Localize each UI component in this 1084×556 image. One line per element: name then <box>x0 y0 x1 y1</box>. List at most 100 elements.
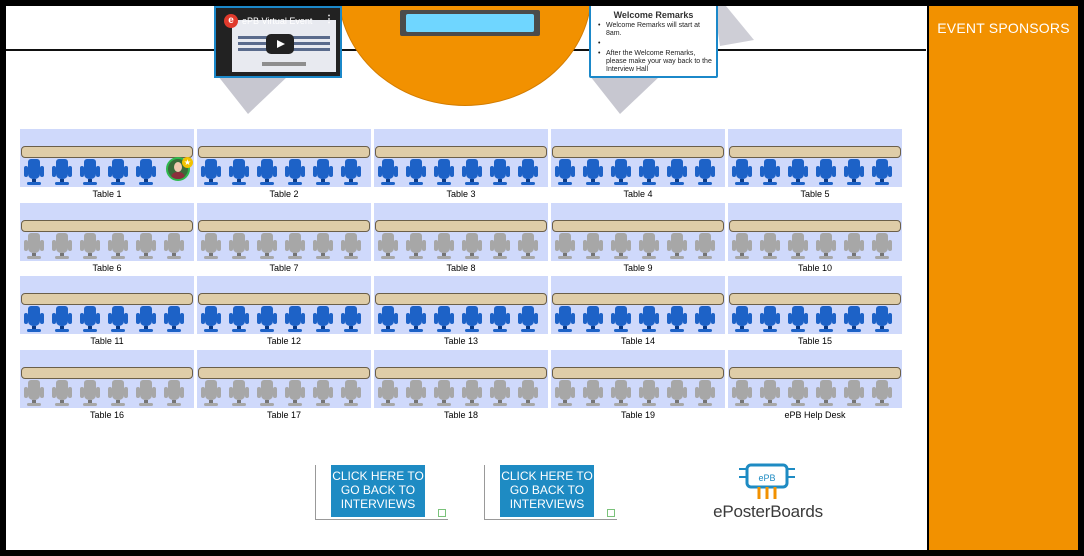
chair-seat[interactable] <box>229 380 249 406</box>
chair-seat[interactable] <box>406 233 426 259</box>
table-tile[interactable]: Table 11 <box>20 276 194 346</box>
chair-seat[interactable] <box>611 380 631 406</box>
chair-seat[interactable] <box>695 233 715 259</box>
chair-seat[interactable] <box>52 159 72 185</box>
chair-seat[interactable] <box>667 233 687 259</box>
chair-seat[interactable] <box>518 159 538 185</box>
chair-seat[interactable] <box>816 159 836 185</box>
chair-seat[interactable] <box>136 306 156 332</box>
chair-seat[interactable] <box>52 306 72 332</box>
chair-seat[interactable] <box>313 380 333 406</box>
chair-seat[interactable] <box>844 306 864 332</box>
chair-seat[interactable] <box>52 233 72 259</box>
table-tile[interactable]: Table 2 <box>197 129 371 199</box>
chair-seat[interactable] <box>24 380 44 406</box>
video-player[interactable]: e ePB Virtual Event ⋮ <box>214 6 342 78</box>
chair-seat[interactable] <box>164 233 184 259</box>
eposterboards-logo[interactable]: ePB ePosterBoards <box>703 457 833 527</box>
chair-seat[interactable] <box>257 380 277 406</box>
chair-seat[interactable] <box>788 380 808 406</box>
chair-seat[interactable] <box>462 233 482 259</box>
avatar[interactable] <box>166 157 190 181</box>
chair-seat[interactable] <box>341 306 361 332</box>
chair-seat[interactable] <box>108 233 128 259</box>
chair-seat[interactable] <box>760 159 780 185</box>
table-tile[interactable]: Table 10 <box>728 203 902 273</box>
chair-seat[interactable] <box>611 233 631 259</box>
chair-seat[interactable] <box>434 233 454 259</box>
chair-seat[interactable] <box>788 306 808 332</box>
chair-seat[interactable] <box>229 233 249 259</box>
chair-seat[interactable] <box>378 380 398 406</box>
chair-seat[interactable] <box>434 159 454 185</box>
chair-seat[interactable] <box>583 380 603 406</box>
video-title[interactable]: ePB Virtual Event <box>242 16 313 26</box>
more-vert-icon[interactable]: ⋮ <box>324 14 334 25</box>
chair-seat[interactable] <box>844 233 864 259</box>
chair-seat[interactable] <box>462 159 482 185</box>
chair-seat[interactable] <box>378 159 398 185</box>
table-tile[interactable]: Table 3 <box>374 129 548 199</box>
chair-seat[interactable] <box>518 380 538 406</box>
chair-seat[interactable] <box>229 306 249 332</box>
chair-seat[interactable] <box>555 159 575 185</box>
table-tile[interactable]: Table 19 <box>551 350 725 420</box>
chair-seat[interactable] <box>583 306 603 332</box>
chair-seat[interactable] <box>844 159 864 185</box>
chair-seat[interactable] <box>462 380 482 406</box>
chair-seat[interactable] <box>667 380 687 406</box>
chair-seat[interactable] <box>285 159 305 185</box>
chair-seat[interactable] <box>406 306 426 332</box>
chair-seat[interactable] <box>518 306 538 332</box>
table-tile[interactable]: Table 15 <box>728 276 902 346</box>
chair-seat[interactable] <box>257 159 277 185</box>
chair-seat[interactable] <box>872 159 892 185</box>
chair-seat[interactable] <box>611 306 631 332</box>
chair-seat[interactable] <box>844 380 864 406</box>
table-tile[interactable]: Table 12 <box>197 276 371 346</box>
chair-seat[interactable] <box>695 380 715 406</box>
table-tile[interactable]: Table 7 <box>197 203 371 273</box>
chair-seat[interactable] <box>285 306 305 332</box>
table-tile[interactable]: Table 4 <box>551 129 725 199</box>
chair-seat[interactable] <box>313 159 333 185</box>
chair-seat[interactable] <box>639 159 659 185</box>
chair-seat[interactable] <box>136 380 156 406</box>
chair-seat[interactable] <box>201 159 221 185</box>
table-tile[interactable]: Table 17 <box>197 350 371 420</box>
chair-seat[interactable] <box>229 159 249 185</box>
chair-seat[interactable] <box>611 159 631 185</box>
chair-seat[interactable] <box>490 306 510 332</box>
chair-seat[interactable] <box>732 233 752 259</box>
table-tile[interactable]: Table 5 <box>728 129 902 199</box>
chair-seat[interactable] <box>816 233 836 259</box>
chair-seat[interactable] <box>732 380 752 406</box>
chair-seat[interactable] <box>760 380 780 406</box>
chair-seat[interactable] <box>52 380 72 406</box>
chair-seat[interactable] <box>285 380 305 406</box>
table-tile[interactable]: Table 18 <box>374 350 548 420</box>
chair-seat[interactable] <box>257 233 277 259</box>
chair-seat[interactable] <box>406 159 426 185</box>
chair-seat[interactable] <box>406 380 426 406</box>
chair-seat[interactable] <box>24 159 44 185</box>
chair-seat[interactable] <box>816 380 836 406</box>
chair-seat[interactable] <box>816 306 836 332</box>
chair-seat[interactable] <box>872 380 892 406</box>
chair-seat[interactable] <box>788 159 808 185</box>
table-tile[interactable]: Table 9 <box>551 203 725 273</box>
chair-seat[interactable] <box>732 159 752 185</box>
chair-seat[interactable] <box>164 380 184 406</box>
chair-seat[interactable] <box>24 233 44 259</box>
chair-seat[interactable] <box>732 306 752 332</box>
table-tile[interactable]: Table 8 <box>374 203 548 273</box>
chair-seat[interactable] <box>313 306 333 332</box>
chair-seat[interactable] <box>760 233 780 259</box>
table-tile[interactable]: Table 6 <box>20 203 194 273</box>
chair-seat[interactable] <box>201 233 221 259</box>
chair-seat[interactable] <box>313 233 333 259</box>
back-to-interviews-button[interactable]: CLICK HERE TO GO BACK TO INTERVIEWS <box>331 465 425 517</box>
chair-seat[interactable] <box>583 159 603 185</box>
chair-seat[interactable] <box>434 306 454 332</box>
chair-seat[interactable] <box>201 306 221 332</box>
